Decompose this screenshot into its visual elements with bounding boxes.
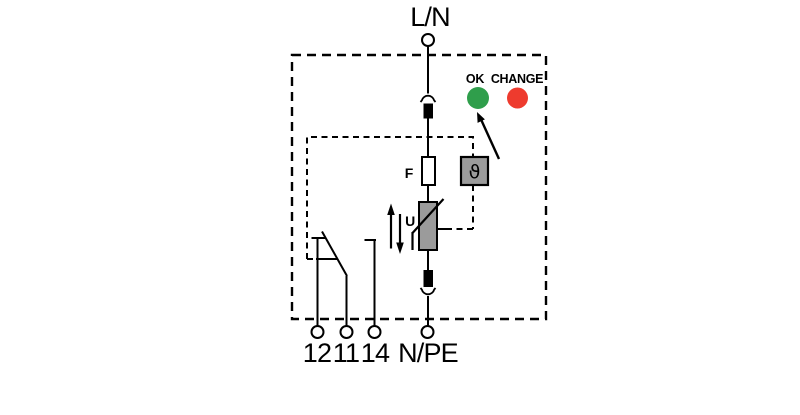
terminal-ln-circle	[421, 33, 435, 47]
terminal-npe-label: N/PE	[398, 338, 458, 368]
change-led-red-icon	[507, 87, 528, 109]
voltage-label: U	[405, 213, 415, 229]
voltage-arrows-icon	[387, 203, 404, 254]
top-terminal-label: L/N	[410, 2, 450, 32]
main-conductor	[411, 46, 445, 326]
monitoring-circuit-dashed-path	[306, 136, 474, 260]
terminal-12-circle	[310, 325, 325, 339]
thermal-symbol-label: ϑ	[469, 161, 481, 183]
ok-led-green-icon	[467, 87, 489, 109]
terminal-12-label: 12	[303, 338, 331, 368]
thermal-monitor-box	[459, 155, 490, 187]
plug-socket-bottom-icon	[419, 287, 437, 296]
terminal-11-circle	[339, 325, 354, 339]
change-led-label: CHANGE	[491, 72, 543, 86]
plug-socket-top-icon	[419, 94, 437, 103]
device-boundary-dashed-box	[290, 53, 548, 321]
terminal-npe-circle	[420, 325, 435, 339]
ok-led-label: OK	[466, 72, 484, 86]
fuse-symbol	[421, 156, 436, 186]
status-leds: OK CHANGE	[466, 72, 543, 109]
led-pointer-head	[477, 112, 485, 123]
led-pointer-arrow-icon	[477, 112, 501, 160]
terminal-14-circle	[367, 325, 382, 339]
terminals	[310, 33, 435, 339]
thermal-monitor: ϑ	[459, 155, 490, 187]
fuse-label: F	[405, 165, 414, 181]
plug-blade-top-icon	[423, 103, 433, 119]
plug-blade-bottom-icon	[423, 270, 433, 287]
monitoring-dashed-left-top-right	[306, 136, 474, 259]
terminal-11-label: 11	[333, 338, 359, 368]
led-pointer-shaft	[480, 120, 501, 160]
terminal-14-label: 14	[361, 338, 390, 368]
arrow-down-head	[396, 242, 404, 254]
arrow-up-head	[387, 203, 395, 215]
changeover-contact	[311, 231, 376, 326]
varistor-diagonal	[411, 198, 445, 234]
moving-contact-blade	[321, 231, 348, 277]
